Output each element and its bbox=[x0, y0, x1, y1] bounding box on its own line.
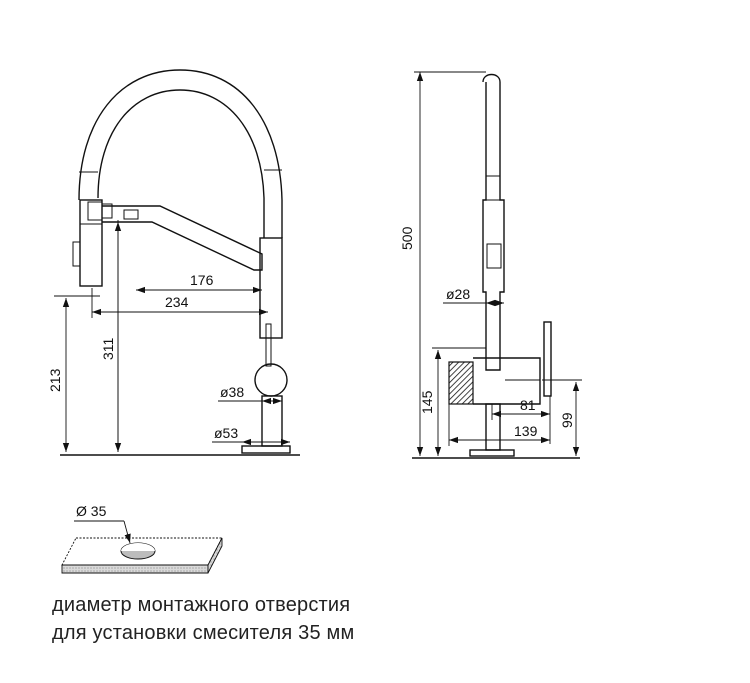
side-spray-window bbox=[486, 243, 502, 269]
body-column bbox=[259, 237, 283, 339]
side-tube bbox=[482, 73, 505, 371]
base-plate bbox=[241, 445, 291, 454]
dim-d35-label: Ø 35 bbox=[76, 503, 107, 519]
dim-139-label: 139 bbox=[514, 423, 538, 439]
spout-hose-outer bbox=[78, 69, 283, 238]
dim-234-label: 234 bbox=[165, 294, 189, 310]
countertop-edge bbox=[61, 564, 209, 574]
dim-d28-label: ø28 bbox=[446, 286, 470, 302]
caption-line-1: диаметр монтажного отверстия bbox=[52, 594, 351, 616]
spray-head bbox=[79, 199, 103, 287]
dim-145-label: 145 bbox=[419, 390, 435, 414]
holder-arm bbox=[102, 205, 263, 271]
side-view: 500 ø28 145 81 139 99 bbox=[399, 71, 582, 459]
dim-213-label: 213 bbox=[47, 368, 63, 392]
dim-d38-label: ø38 bbox=[220, 384, 244, 400]
dim-99-label: 99 bbox=[559, 412, 575, 428]
dim-500-label: 500 bbox=[399, 226, 415, 250]
mounting-hole-detail: Ø 35 bbox=[61, 503, 223, 574]
side-lever bbox=[543, 321, 552, 397]
dim-81-label: 81 bbox=[520, 397, 536, 413]
caption-line-2: для установки смесителя 35 мм bbox=[52, 622, 355, 644]
knurled-ring bbox=[448, 361, 474, 405]
front-view: 176 234 213 311 ø38 ø53 bbox=[47, 69, 300, 456]
handle-knob bbox=[254, 363, 288, 397]
dim-d53-label: ø53 bbox=[214, 425, 238, 441]
spout-hose-inner bbox=[97, 89, 265, 238]
dim-311-label: 311 bbox=[100, 337, 116, 360]
side-base-plate bbox=[469, 449, 515, 457]
dim-176-label: 176 bbox=[190, 272, 214, 288]
